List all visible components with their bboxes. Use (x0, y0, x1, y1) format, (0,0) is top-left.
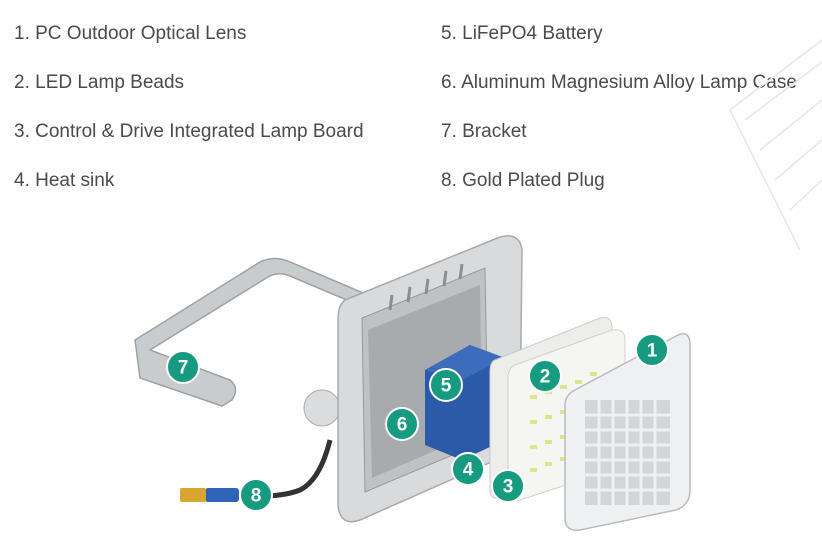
plug-connector (205, 488, 239, 502)
part-label-3: 3. Control & Drive Integrated Lamp Board (14, 121, 364, 142)
svg-text:2: 2 (540, 367, 551, 388)
svg-text:3: 3 (503, 477, 514, 498)
part-label-8: 8. Gold Plated Plug (441, 170, 605, 191)
svg-text:7: 7 (178, 358, 189, 379)
part-label-4: 4. Heat sink (14, 170, 115, 191)
adjust-knob (303, 389, 341, 427)
svg-text:8: 8 (251, 486, 262, 507)
badge-4: 4 (451, 452, 485, 486)
badge-3: 3 (491, 469, 525, 503)
gold-plug (180, 488, 206, 502)
svg-text:6: 6 (397, 415, 408, 436)
badge-2: 2 (528, 359, 562, 393)
svg-text:1: 1 (647, 341, 658, 362)
part-label-1: 1. PC Outdoor Optical Lens (14, 23, 247, 44)
part-label-6: 6. Aluminum Magnesium Alloy Lamp Case (441, 72, 797, 93)
badge-6: 6 (385, 407, 419, 441)
part-label-2: 2. LED Lamp Beads (14, 72, 185, 93)
lens-grid-lines (585, 400, 670, 505)
badge-7: 7 (166, 350, 200, 384)
badge-1: 1 (635, 333, 669, 367)
badge-8: 8 (239, 478, 273, 512)
svg-text:5: 5 (441, 376, 452, 397)
svg-text:4: 4 (463, 460, 474, 481)
badge-5: 5 (429, 368, 463, 402)
part-label-7: 7. Bracket (441, 121, 527, 142)
decorative-panel-outline (729, 39, 822, 251)
vent-slots (388, 263, 464, 311)
part-label-5: 5. LiFePO4 Battery (441, 23, 603, 44)
